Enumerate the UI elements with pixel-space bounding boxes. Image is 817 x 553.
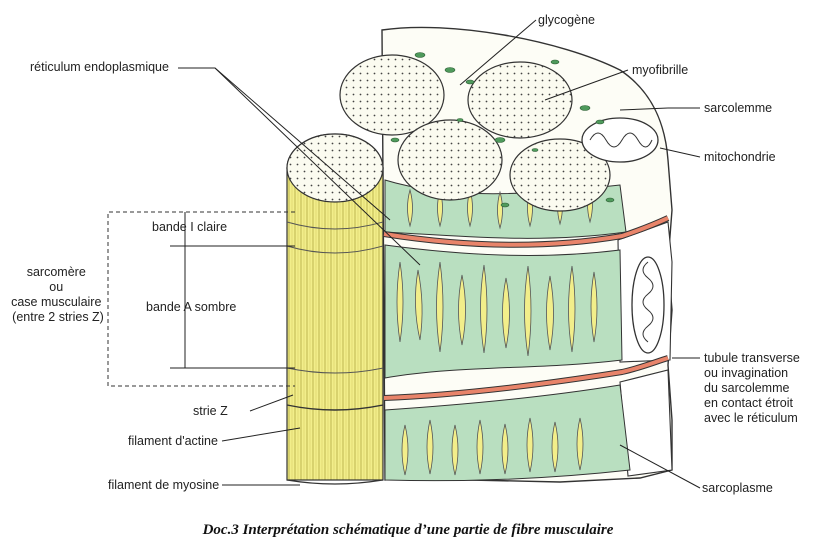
- mitochondrion-side: [631, 256, 665, 354]
- sarcomere-bracket: [107, 211, 295, 387]
- mitochondrion-top: [581, 117, 659, 163]
- label-sarcolemme: sarcolemme: [704, 101, 772, 115]
- label-glycogene: glycogène: [538, 13, 595, 27]
- isolated-myofibril: [286, 133, 384, 485]
- figure-caption: Doc.3 Interprétation schématique d’une p…: [202, 522, 614, 538]
- label-bande-a: bande A sombre: [146, 300, 236, 314]
- label-mitochondrie: mitochondrie: [704, 150, 776, 164]
- transverse-tubule-upper-fill: [383, 216, 669, 247]
- reticulum-lower: [384, 384, 631, 482]
- glycogen-granules: [390, 52, 615, 208]
- leader-lines: [178, 19, 701, 489]
- label-myofibrille: myofibrille: [632, 63, 688, 77]
- label-reticulum: réticulum endoplasmique: [30, 60, 169, 74]
- transverse-tubule-lower-fill: [383, 356, 669, 400]
- label-myosine: filament de myosine: [108, 478, 219, 492]
- label-sarcomere: sarcomère ou case musculaire (entre 2 st…: [11, 265, 105, 324]
- label-bande-i: bande I claire: [152, 220, 227, 234]
- label-strie-z: strie Z: [193, 404, 228, 418]
- label-actine: filament d'actine: [128, 434, 218, 448]
- label-sarcoplasme: sarcoplasme: [702, 481, 773, 495]
- label-tubule: tubule transverse ou invagination du sar…: [704, 351, 803, 425]
- myofibril-strands: [396, 184, 598, 476]
